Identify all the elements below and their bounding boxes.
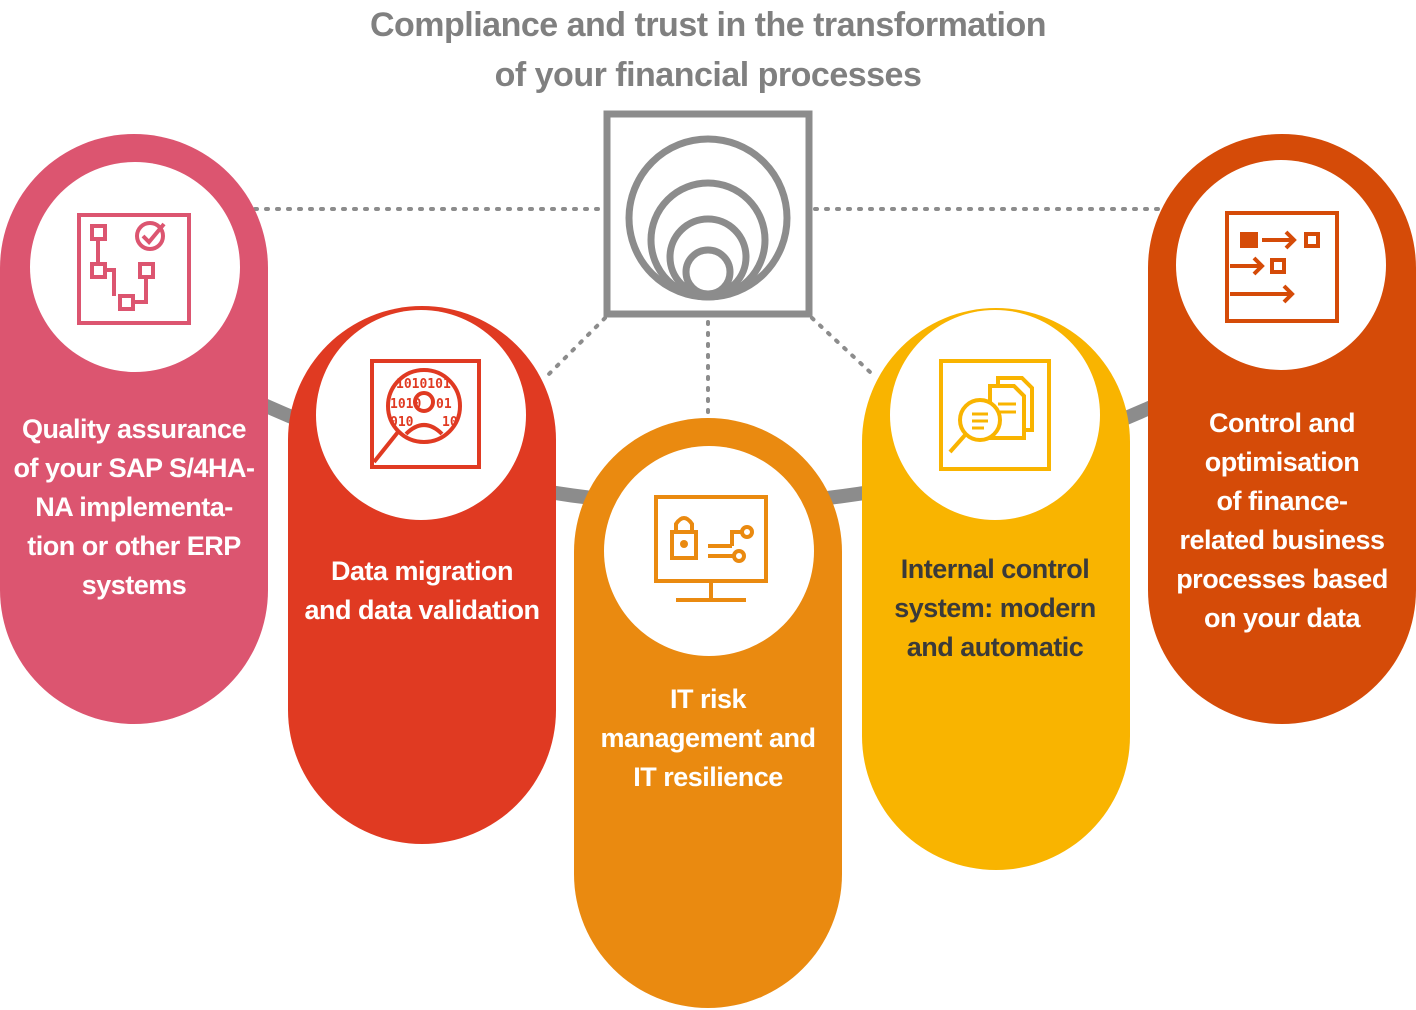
svg-text:1010: 1010 <box>390 397 421 412</box>
binary-data-person-search-icon: 1010101 1010 01 010 10 <box>370 359 481 469</box>
label-line: tion or other ERP <box>27 531 241 561</box>
process-flow-checkmark-icon <box>77 213 191 325</box>
svg-text:01: 01 <box>436 397 452 412</box>
icon-circle-3 <box>604 446 814 656</box>
documents-magnifier-icon <box>939 359 1051 471</box>
label-line: NA implementa- <box>35 492 233 522</box>
label-line: optimisation <box>1204 447 1360 477</box>
label-line: IT risk <box>669 684 747 714</box>
label-line: system: modern <box>894 593 1096 623</box>
concentric-circles-icon <box>603 110 813 318</box>
label-line: processes based <box>1176 564 1388 594</box>
label-line: on your data <box>1203 603 1361 633</box>
label-data-migration: Data migration and data validation <box>290 552 554 630</box>
icon-circle-5 <box>1176 160 1386 370</box>
svg-text:010: 010 <box>390 415 414 430</box>
lock-circuit-monitor-icon <box>654 495 768 602</box>
icon-circle-1 <box>30 162 240 372</box>
label-line: and automatic <box>906 632 1084 662</box>
label-line: Data migration <box>330 556 514 586</box>
label-control-optimisation: Control and optimisation of finance- rel… <box>1150 404 1414 638</box>
label-line: Control and <box>1209 408 1355 438</box>
svg-text:1010101: 1010101 <box>396 377 451 392</box>
svg-text:10: 10 <box>442 415 458 430</box>
label-line: management and <box>600 723 816 753</box>
label-line: Quality assurance <box>21 414 247 444</box>
label-internal-control: Internal control system: modern and auto… <box>864 550 1126 667</box>
label-line: of your SAP S/4HA- <box>13 453 255 483</box>
diagram-title: Compliance and trust in the transformati… <box>0 0 1416 100</box>
label-line: IT resilience <box>633 762 783 792</box>
label-it-risk: IT risk management and IT resilience <box>578 680 838 797</box>
label-line: related business <box>1179 525 1385 555</box>
label-quality-assurance: Quality assurance of your SAP S/4HA- NA … <box>8 410 260 605</box>
label-line: and data validation <box>304 595 540 625</box>
title-line-1: Compliance and trust in the transformati… <box>369 6 1047 44</box>
label-line: systems <box>81 570 187 600</box>
title-line-2: of your financial processes <box>494 56 922 94</box>
label-line: Internal control <box>900 554 1090 584</box>
dotted-lines <box>253 207 1162 422</box>
process-arrows-icon <box>1225 211 1339 323</box>
icon-circle-2 <box>316 310 526 520</box>
label-line: of finance- <box>1216 486 1348 516</box>
